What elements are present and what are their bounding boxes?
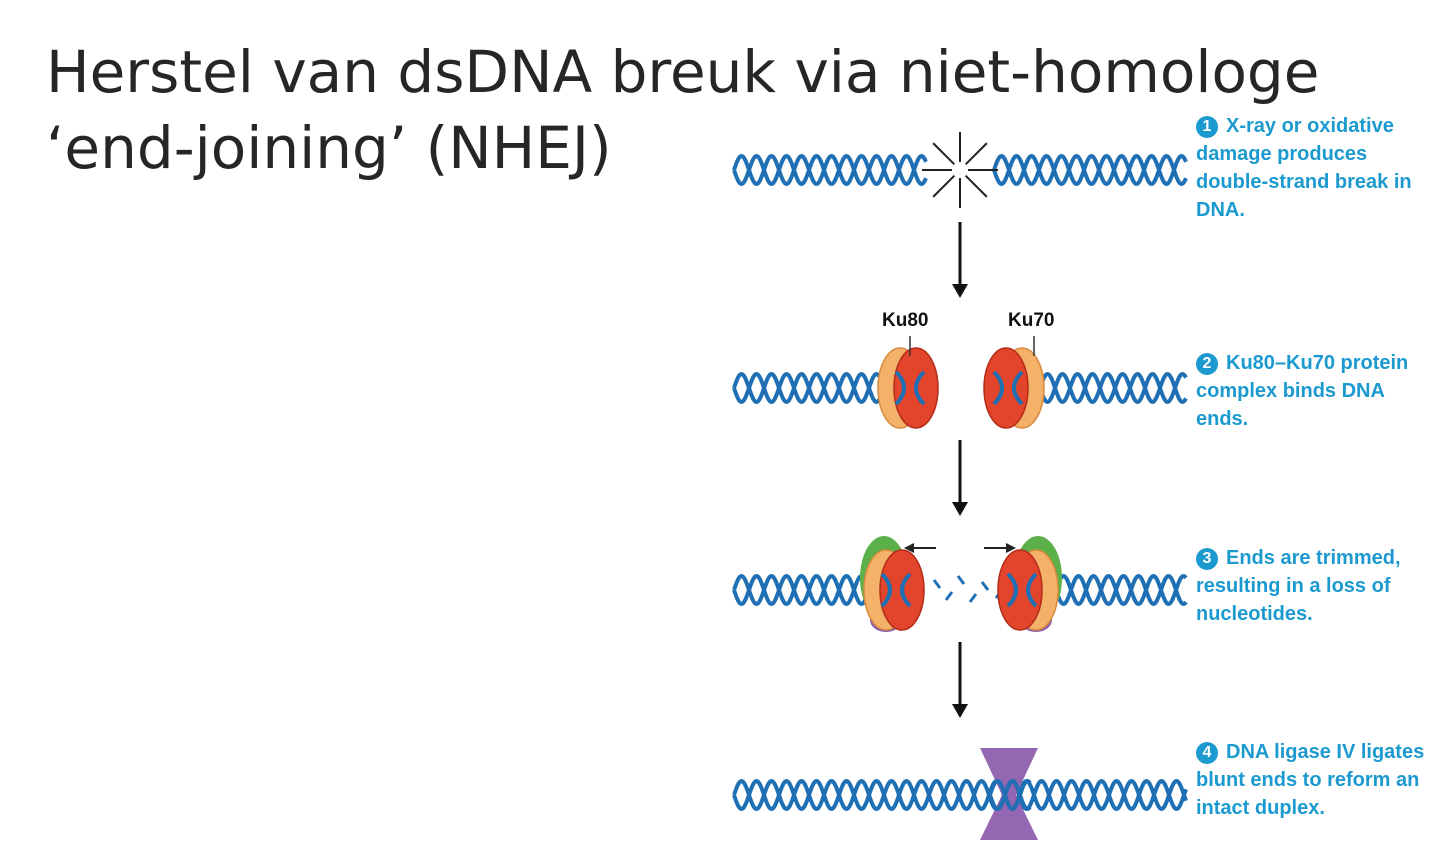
dna-strand — [732, 372, 882, 404]
dna-intact-duplex — [732, 779, 1188, 811]
arrow-step-3-to-4 — [952, 642, 968, 718]
slide-title-line-1: Herstel van dsDNA breuk via niet-homolog… — [46, 38, 1320, 106]
step-1-panel — [732, 132, 1188, 208]
arrow-step-2-to-3 — [952, 440, 968, 516]
dna-end-in-ku — [1006, 572, 1038, 608]
dna-right-segment — [1038, 372, 1188, 404]
ku-complex-left — [877, 347, 939, 429]
dna-end-in-ku — [894, 370, 926, 406]
dna-strand — [732, 372, 882, 404]
ku-subunit-inner — [983, 347, 1029, 429]
dna-strand — [732, 574, 868, 606]
dna-strand — [992, 154, 1188, 186]
ku-subunit-inner — [997, 549, 1043, 631]
nucleotide-fragment — [980, 581, 990, 591]
break-burst-icon — [922, 132, 998, 208]
dna-strand — [992, 154, 1188, 186]
dna-through-ligase — [988, 779, 1032, 811]
dna-left-segment — [732, 372, 882, 404]
dna-end-in-ku — [992, 370, 1024, 406]
step-4-number-badge: 4 — [1196, 742, 1218, 764]
step-2-description: Ku80–Ku70 protein complex binds DNA ends… — [1196, 352, 1409, 430]
nucleotide-fragment — [944, 591, 954, 601]
slide-title: Herstel van dsDNA breuk via niet-homolog… — [46, 34, 1406, 186]
dna-strand — [988, 779, 1032, 811]
burst-ray — [964, 142, 988, 166]
ku80-label: Ku80 — [882, 310, 929, 331]
step-1-description: X-ray or oxidative damage produces doubl… — [1196, 115, 1412, 221]
dna-strand — [1054, 574, 1188, 606]
dna-strand — [732, 154, 928, 186]
dna-strand — [1054, 574, 1188, 606]
step-4-panel — [732, 748, 1188, 840]
dna-ligase-iv — [980, 748, 1038, 840]
dna-right-segment — [1054, 574, 1188, 606]
dna-strand — [732, 154, 928, 186]
dna-left-segment — [732, 154, 928, 186]
step-4-description: DNA ligase IV ligates blunt ends to refo… — [1196, 741, 1425, 819]
nucleotide-fragment — [932, 579, 942, 589]
arrow-head — [952, 502, 968, 516]
dna-left-segment — [732, 574, 868, 606]
arrow-head — [952, 704, 968, 718]
trim-arrow-right-head — [1006, 543, 1016, 553]
slide-title-line-2: ‘end-joining’ (NHEJ) — [46, 114, 612, 182]
arrow-head — [952, 284, 968, 298]
step-3-number-badge: 3 — [1196, 548, 1218, 570]
dna-strand — [732, 574, 868, 606]
ku-trim-complex-right — [997, 536, 1062, 632]
ku-trim-complex-left — [860, 536, 925, 632]
step-3-panel — [732, 543, 1188, 606]
arrow-step-1-to-2 — [952, 222, 968, 298]
dna-end-in-ku — [880, 572, 912, 608]
dna-strand — [1038, 372, 1188, 404]
dna-strand — [1038, 372, 1188, 404]
burst-ray — [964, 174, 988, 198]
ku70-label: Ku70 — [1008, 310, 1055, 331]
step-1-number-badge: 1 — [1196, 116, 1218, 138]
step-3-description: Ends are trimmed, resulting in a loss of… — [1196, 547, 1401, 625]
ku-complex-right — [983, 347, 1045, 429]
trim-arrow-left-head — [904, 543, 914, 553]
trim-arrows — [904, 543, 1016, 553]
trimmed-nucleotides — [932, 575, 1004, 603]
dna-strand — [732, 779, 1188, 811]
step-2-number-badge: 2 — [1196, 353, 1218, 375]
burst-ray — [932, 142, 956, 166]
step-2-panel — [732, 372, 1188, 404]
nucleotide-fragment — [956, 575, 966, 585]
nucleotide-fragment — [968, 593, 978, 603]
burst-ray — [932, 174, 956, 198]
dna-strand — [988, 779, 1032, 811]
dna-right-segment — [992, 154, 1188, 186]
